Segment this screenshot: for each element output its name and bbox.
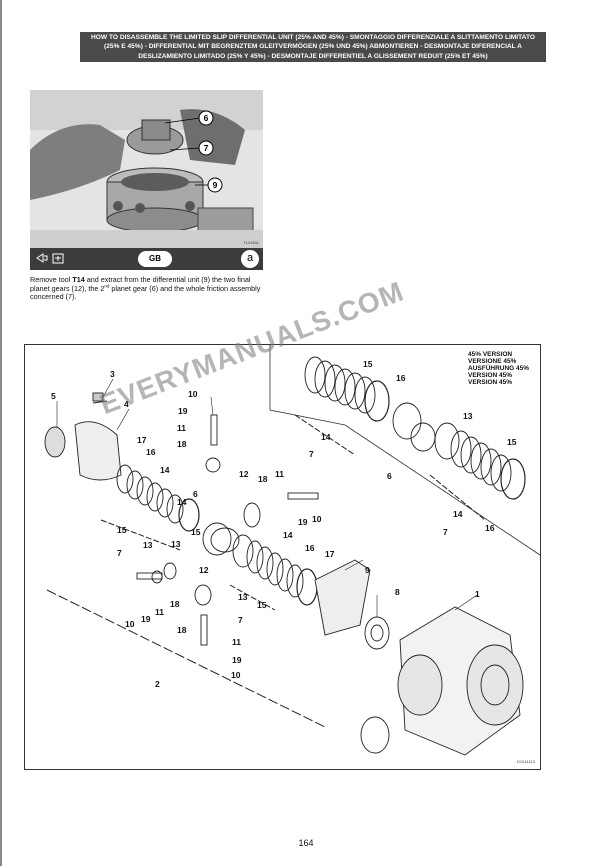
callout-15-main: 15: [191, 527, 201, 537]
callout-2: 2: [155, 679, 160, 689]
callout-13-inset: 13: [463, 411, 473, 421]
callout-14-left: 14: [160, 465, 170, 475]
callout-10-right: 10: [312, 514, 322, 524]
title-line-2: (25% E 45%) - DIFFERENTIAL MIT BEGRENZTE…: [104, 43, 522, 51]
callout-11-right: 11: [275, 469, 284, 479]
photo-reference-code: TL24811: [243, 240, 260, 245]
step-letter-badge: a: [241, 250, 259, 268]
callout-6-main: 6: [193, 489, 198, 499]
callout-14-inset-lower: 14: [453, 509, 463, 519]
callout-10-lower: 10: [231, 670, 241, 680]
instruction-bar: GB a: [30, 248, 263, 270]
remove-icon: [36, 253, 48, 263]
step-instruction-text: Remove tool T14 and extract from the dif…: [30, 275, 266, 302]
page-number: 164: [298, 838, 314, 848]
version-label-de: AUSFÜHRUNG 45%: [468, 363, 529, 372]
version-label-es: VERSION 45%: [468, 372, 512, 379]
version-label-it: VERSIONE 45%: [468, 358, 517, 365]
callout-11-lower-left: 11: [155, 607, 164, 617]
ordinal-suffix: nd: [104, 283, 110, 289]
callout-14-main: 14: [177, 497, 187, 507]
callout-15-center: 15: [257, 600, 267, 610]
callout-12-right: 12: [239, 469, 249, 479]
callout-3: 3: [110, 369, 115, 379]
tool-reference: T14: [72, 275, 85, 284]
callout-5: 5: [51, 391, 56, 401]
language-badge: GB: [138, 251, 172, 267]
callout-18-right: 18: [258, 474, 268, 484]
callout-13-center: 13: [238, 592, 248, 602]
caption-part-3: planet gear (6) and the whole friction a…: [30, 283, 261, 302]
callout-11-top: 11: [177, 423, 186, 433]
callout-15-inset-top: 15: [363, 359, 373, 369]
callout-18-lower-left: 18: [170, 599, 180, 609]
caption-part-1: Remove tool: [30, 275, 73, 284]
callout-18-lower: 18: [177, 625, 187, 635]
step-photo: 6 7 9 TL24811: [30, 90, 263, 248]
callout-7-left: 7: [117, 548, 122, 558]
callout-17-left: 17: [137, 435, 147, 445]
version-label-fr: VERSION 45%: [468, 379, 512, 386]
callout-19-lower: 19: [232, 655, 242, 665]
caption-part-2: and extract from the differential unit (…: [30, 275, 251, 293]
callout-7-inset-left: 7: [309, 449, 314, 459]
photo-callout-9: 9: [213, 180, 218, 190]
page-margin-rule: [0, 0, 2, 866]
callout-15-left: 15: [117, 525, 127, 535]
inset-divider: [269, 345, 541, 556]
callout-19-right: 19: [298, 517, 308, 527]
callout-7-center: 7: [238, 615, 243, 625]
differential-exploded-view: 3 4 5 10 19 11 18 17 16 14 12 18 11 6 14…: [44, 345, 541, 764]
callout-19-top: 19: [178, 406, 188, 416]
diagram-reference-code: D1241113: [517, 759, 536, 764]
callout-10-top: 10: [188, 389, 198, 399]
photo-illustration: 6 7 9: [30, 90, 263, 248]
callout-15-inset-right: 15: [507, 437, 517, 447]
callout-7-inset-right: 7: [443, 527, 448, 537]
tool-icon: [52, 253, 64, 264]
callout-13-main: 13: [171, 539, 181, 549]
callout-18-top: 18: [177, 439, 187, 449]
callout-16-center: 16: [305, 543, 315, 553]
callout-16-left: 16: [146, 447, 156, 457]
callout-4: 4: [124, 399, 129, 409]
photo-callout-6: 6: [204, 113, 209, 123]
inset-friction-pack: [304, 356, 526, 500]
callout-6-inset: 6: [387, 471, 392, 481]
title-line-3: DESLIZAMIENTO LIMITADO (25% Y 45%) - DES…: [138, 52, 488, 60]
callout-12-lower: 12: [199, 565, 209, 575]
title-line-1: HOW TO DISASSEMBLE THE LIMITED SLIP DIFF…: [91, 34, 535, 41]
exploded-view-diagram: 3 4 5 10 19 11 18 17 16 14 12 18 11 6 14…: [24, 275, 541, 770]
callout-11-lower: 11: [232, 637, 241, 647]
main-assembly: [44, 392, 524, 756]
section-title-banner: HOW TO DISASSEMBLE THE LIMITED SLIP DIFF…: [80, 32, 546, 62]
callout-14-inset: 14: [321, 432, 331, 442]
photo-callout-7: 7: [204, 143, 209, 153]
callout-14-center: 14: [283, 530, 293, 540]
version-label-en: 45% VERSION: [468, 351, 512, 358]
callout-10-lower-left: 10: [125, 619, 135, 629]
callout-1: 1: [475, 589, 480, 599]
callout-19-lower-left: 19: [141, 614, 151, 624]
callout-16-inset-lower: 16: [485, 523, 495, 533]
callout-16-inset: 16: [396, 373, 406, 383]
callout-13-left: 13: [143, 540, 153, 550]
callout-9: 9: [365, 565, 370, 575]
callout-8: 8: [395, 587, 400, 597]
callout-17-center: 17: [325, 549, 335, 559]
